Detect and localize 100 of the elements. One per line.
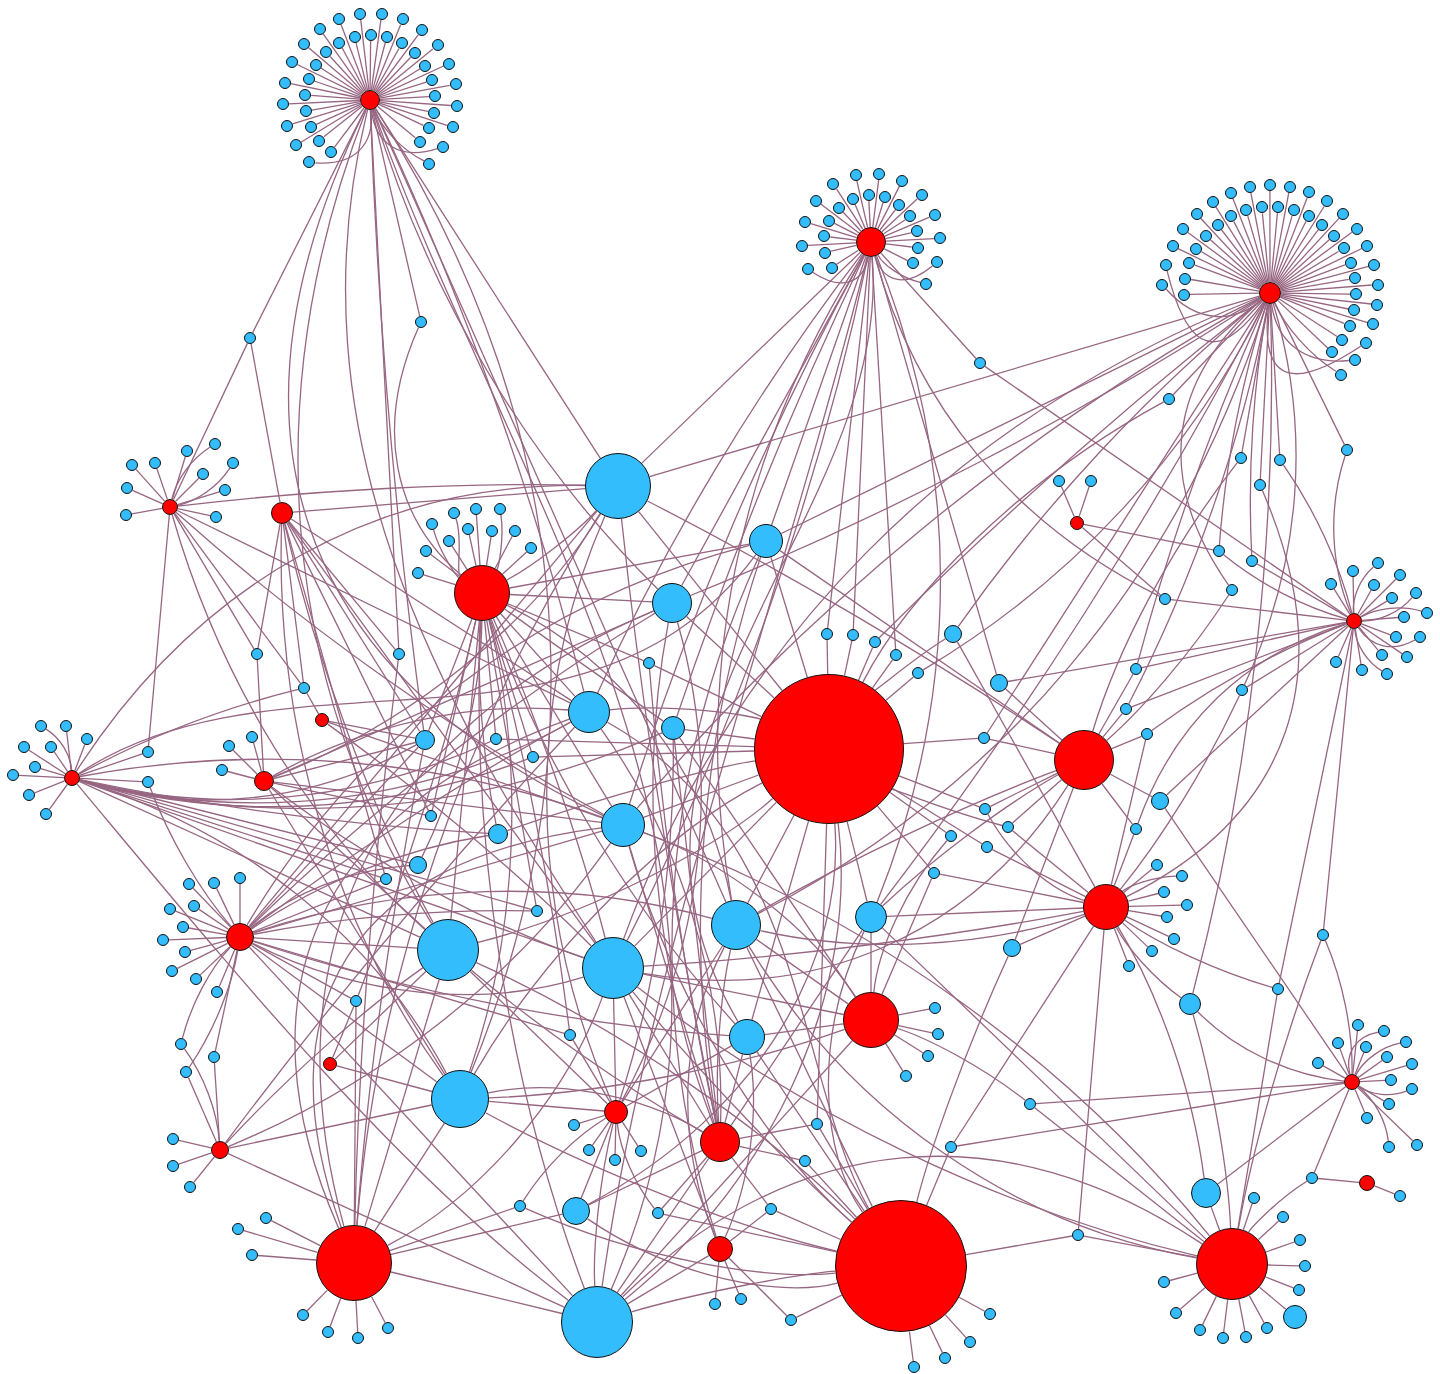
network-node: [585, 453, 651, 519]
network-node: [446, 121, 459, 134]
network-node: [313, 134, 326, 147]
network-node: [1376, 649, 1388, 661]
network-node: [1024, 1098, 1036, 1110]
network-node: [514, 1200, 526, 1212]
network-node: [300, 105, 312, 118]
network-node: [425, 810, 437, 822]
network-node: [1343, 319, 1356, 332]
network-node: [878, 191, 891, 204]
network-node: [1217, 1332, 1229, 1344]
network-node: [1196, 1228, 1268, 1300]
network-node: [348, 30, 361, 43]
network-node: [1177, 222, 1190, 235]
network-node: [1190, 207, 1203, 220]
network-node: [1053, 475, 1065, 487]
network-node: [162, 499, 178, 515]
network-node: [1191, 1178, 1221, 1208]
network-node: [908, 1361, 920, 1373]
network-node: [157, 934, 169, 946]
network-node: [164, 903, 176, 915]
network-node: [380, 873, 392, 885]
network-node: [7, 769, 19, 781]
network-node: [1400, 1036, 1412, 1048]
network-node: [1406, 1058, 1418, 1070]
network-node: [1328, 229, 1340, 242]
network-node: [1394, 1190, 1406, 1202]
network-node: [352, 1332, 364, 1344]
network-node: [1368, 258, 1381, 271]
network-node: [1299, 1260, 1311, 1272]
network-node: [216, 764, 228, 776]
network-node: [298, 682, 310, 694]
network-node: [700, 1122, 740, 1162]
network-node: [1194, 1324, 1206, 1336]
network-node: [527, 751, 539, 763]
network-node: [244, 332, 256, 344]
network-node: [893, 198, 906, 211]
network-node: [142, 746, 154, 758]
network-node: [227, 457, 239, 469]
network-node: [910, 225, 923, 238]
network-node: [219, 484, 231, 496]
network-node: [568, 691, 610, 733]
network-node: [415, 316, 427, 328]
network-node: [709, 1298, 721, 1310]
network-node: [271, 502, 293, 524]
network-node: [81, 733, 93, 745]
network-node: [1381, 668, 1393, 680]
network-node: [929, 1002, 941, 1014]
network-node: [1072, 1229, 1084, 1241]
network-node: [375, 7, 388, 20]
network-node: [415, 24, 428, 37]
network-node: [443, 535, 455, 547]
network-node: [1283, 180, 1296, 193]
network-node: [1002, 821, 1014, 833]
network-node: [823, 214, 836, 227]
network-node: [1226, 584, 1238, 596]
network-node: [1360, 1041, 1372, 1053]
network-node: [1163, 393, 1175, 405]
network-node: [488, 824, 508, 844]
network-node: [1070, 516, 1084, 530]
network-node: [818, 230, 831, 243]
network-node: [945, 1141, 957, 1153]
network-node: [60, 720, 72, 732]
network-node: [35, 720, 47, 732]
network-node: [209, 438, 221, 450]
network-node: [232, 1223, 244, 1235]
network-node: [1359, 337, 1372, 349]
network-node: [652, 1207, 664, 1219]
network-node: [1003, 939, 1021, 957]
network-node: [862, 189, 875, 202]
network-node: [1348, 304, 1361, 317]
network-node: [1190, 242, 1203, 255]
network-node: [1206, 195, 1219, 208]
network-node: [149, 457, 161, 469]
network-node: [928, 867, 940, 879]
network-node: [166, 965, 178, 977]
network-node: [1161, 911, 1173, 923]
network-node: [167, 1133, 179, 1145]
network-node: [1166, 240, 1179, 253]
network-node: [754, 674, 904, 824]
network-node: [1176, 870, 1188, 882]
network-node: [1283, 1305, 1307, 1329]
network-node: [920, 277, 933, 290]
network-node: [167, 1160, 179, 1172]
network-node: [1325, 578, 1337, 590]
network-node: [531, 905, 543, 917]
network-node: [661, 716, 685, 740]
network-node: [915, 188, 928, 201]
network-node: [643, 657, 655, 669]
network-node: [393, 648, 405, 660]
network-node: [175, 1038, 187, 1050]
network-node: [825, 261, 838, 274]
network-node: [1344, 1074, 1360, 1090]
network-node: [260, 1212, 272, 1224]
network-node: [890, 649, 902, 661]
network-node: [1263, 179, 1276, 191]
network-node: [849, 168, 862, 181]
network-node: [1401, 651, 1413, 663]
network-node: [922, 1050, 934, 1062]
network-node: [1326, 346, 1339, 359]
